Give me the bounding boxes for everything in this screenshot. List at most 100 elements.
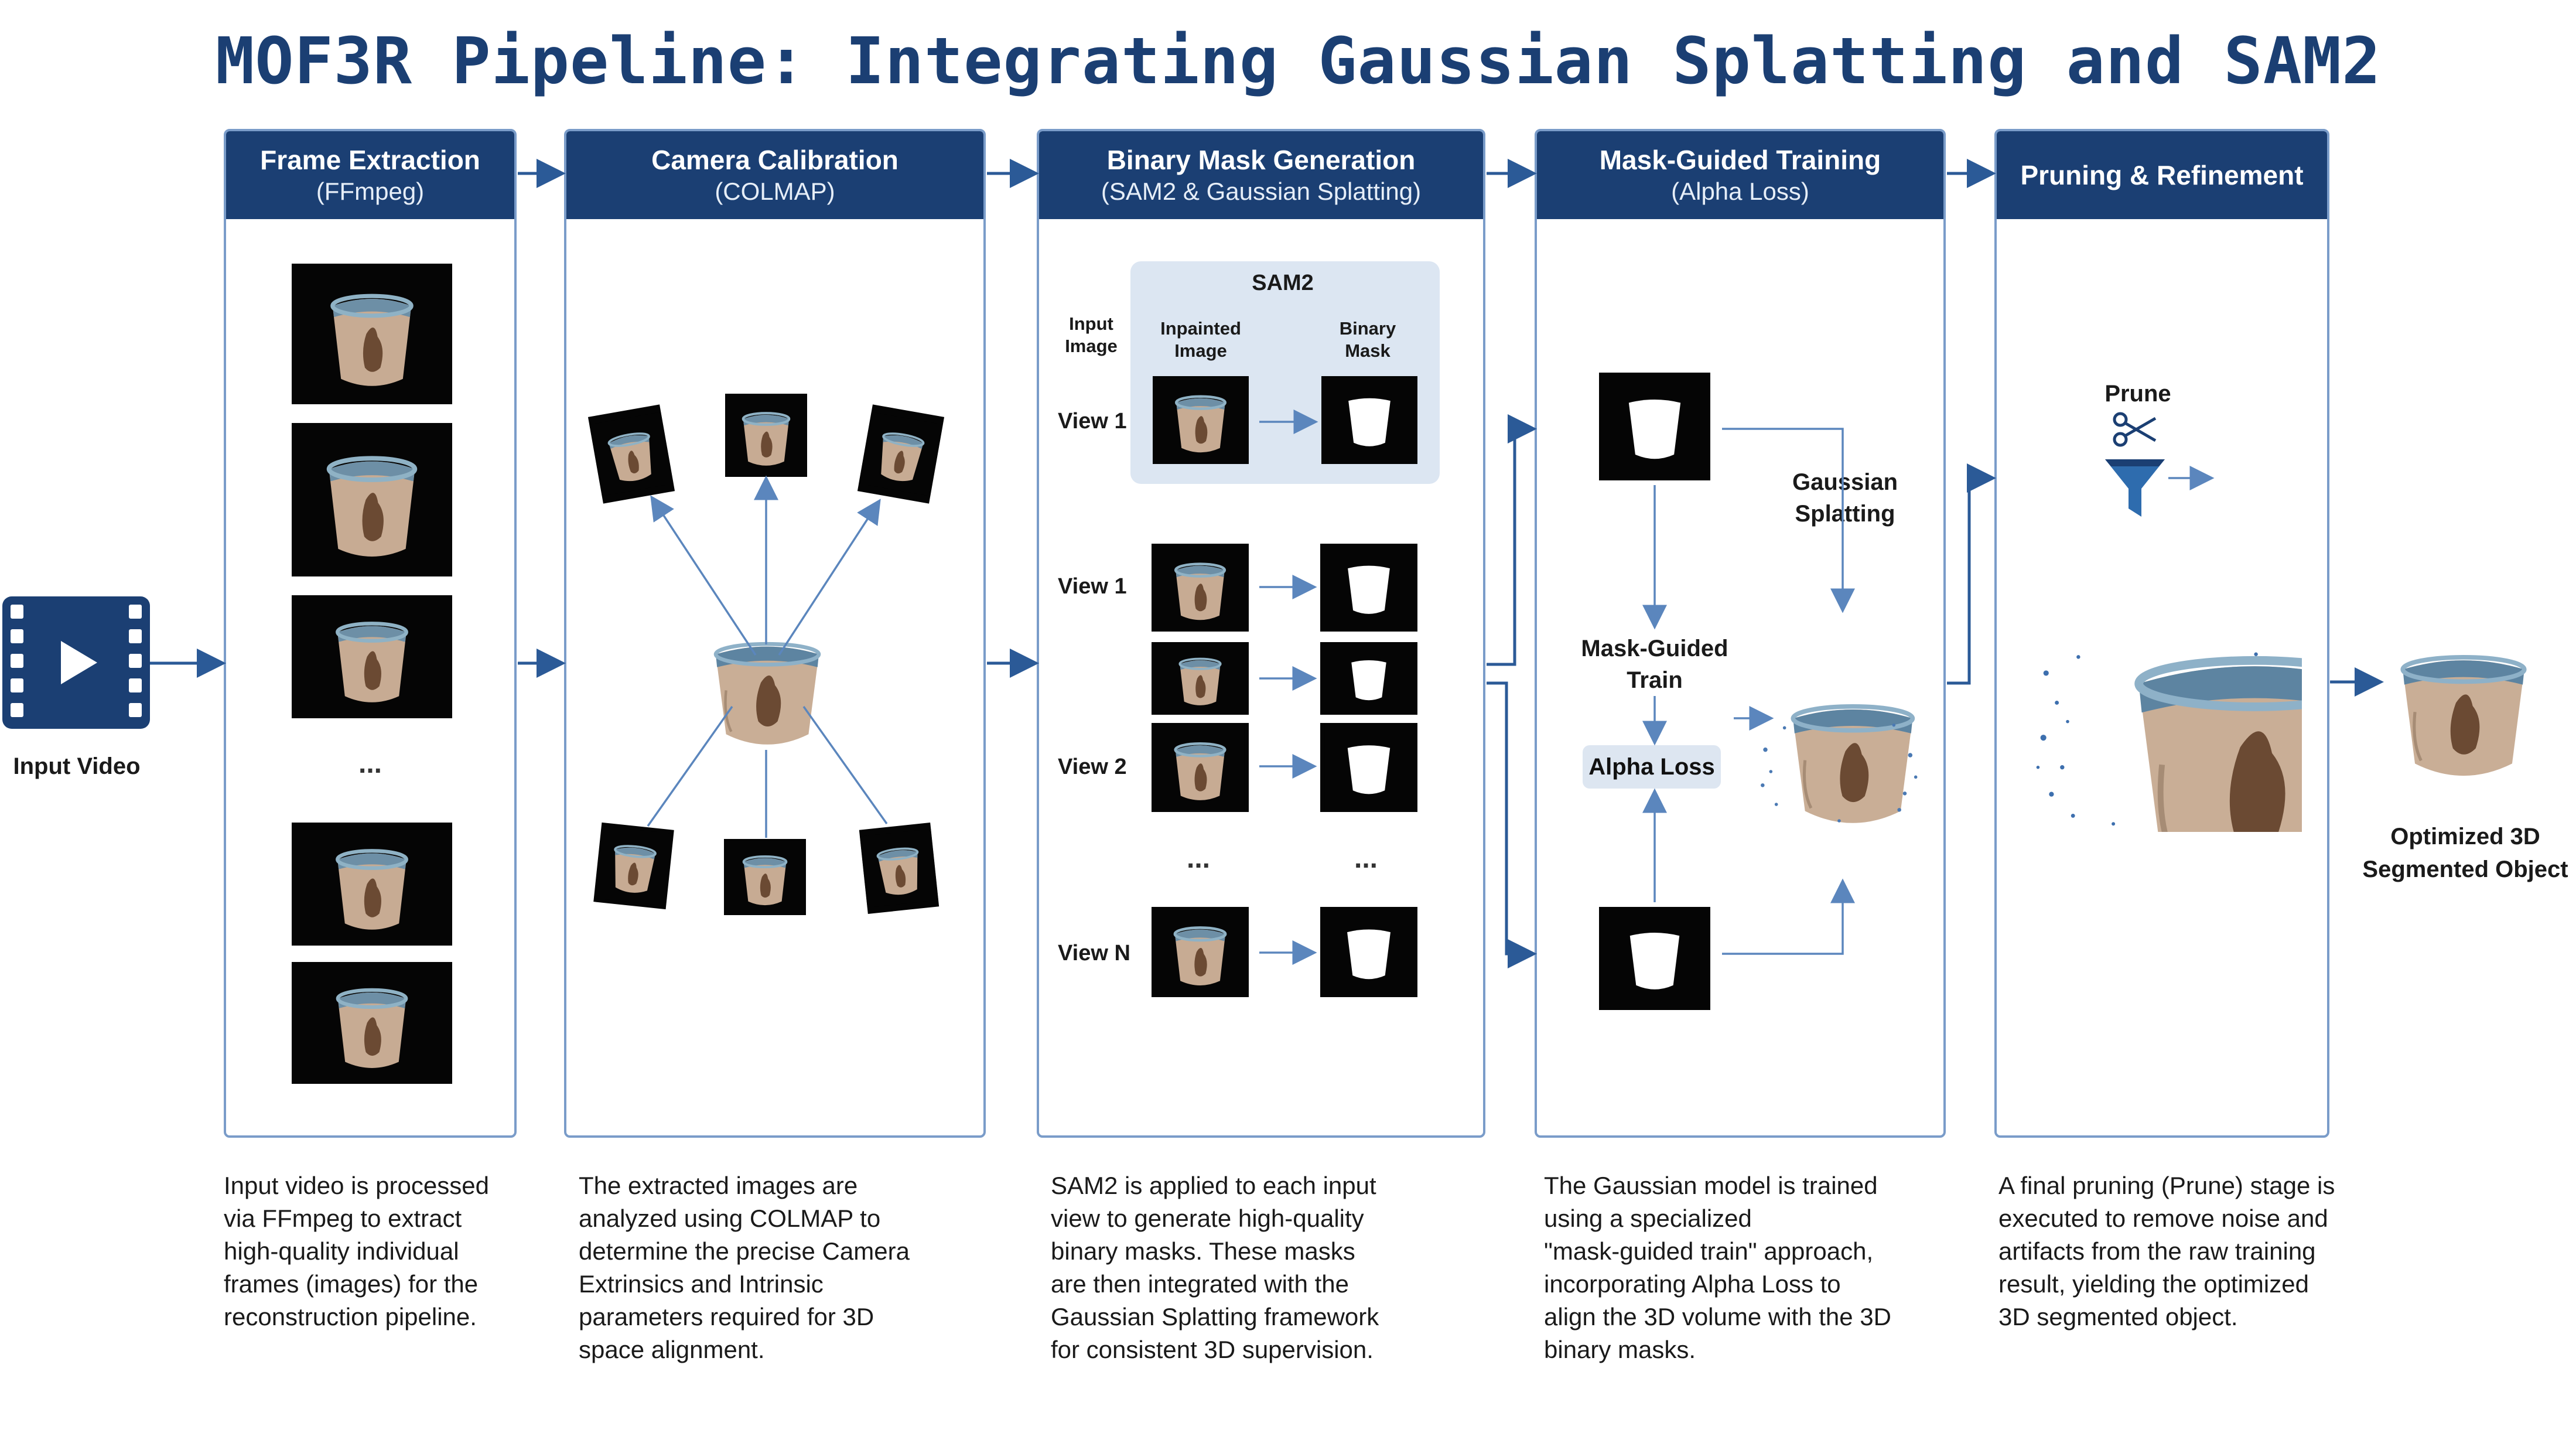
video-frame bbox=[292, 595, 452, 718]
binary-mask bbox=[1320, 907, 1417, 997]
video-play-icon bbox=[2, 596, 150, 729]
output-label: Optimized 3D Segmented Object bbox=[2355, 820, 2576, 886]
stage-description: The extracted images are analyzed using … bbox=[579, 1169, 910, 1366]
desc-line: reconstruction pipeline. bbox=[224, 1303, 477, 1330]
stage-description: The Gaussian model is trained using a sp… bbox=[1544, 1169, 1891, 1366]
mask-guided-train-label: Mask-Guided Train bbox=[1570, 633, 1740, 696]
desc-line: executed to remove noise and bbox=[1998, 1205, 2328, 1232]
stage-subtitle: (COLMAP) bbox=[715, 178, 835, 205]
view-label: View 1 bbox=[1058, 409, 1127, 434]
stage-subtitle: (Alpha Loss) bbox=[1671, 178, 1809, 205]
view-label: View N bbox=[1058, 941, 1130, 965]
desc-line: for consistent 3D supervision. bbox=[1051, 1336, 1374, 1363]
desc-line: The Gaussian model is trained bbox=[1544, 1172, 1878, 1199]
label-line: Gaussian bbox=[1792, 469, 1898, 495]
binary-mask bbox=[1320, 642, 1417, 715]
views-ellipsis: ... bbox=[1187, 843, 1211, 874]
input-image-label: Input Image bbox=[1051, 313, 1132, 357]
view-label: View 2 bbox=[1058, 755, 1127, 779]
filter-icon bbox=[2105, 459, 2165, 517]
video-frame bbox=[292, 823, 452, 946]
stage-title: Frame Extraction bbox=[260, 145, 480, 175]
binary-mask bbox=[1320, 544, 1417, 632]
prune-label: Prune bbox=[2104, 381, 2171, 407]
stage-title: Binary Mask Generation bbox=[1106, 145, 1416, 175]
stage-title: Camera Calibration bbox=[651, 145, 898, 175]
stage-description: Input video is processed via FFmpeg to e… bbox=[224, 1169, 489, 1333]
desc-line: align the 3D volume with the 3D bbox=[1544, 1303, 1891, 1330]
desc-line: Extrinsics and Intrinsic bbox=[579, 1270, 824, 1298]
label-line: Inpainted bbox=[1160, 318, 1241, 339]
desc-line: The extracted images are bbox=[579, 1172, 858, 1199]
label-line: Splatting bbox=[1795, 501, 1895, 527]
stage-subtitle: (FFmpeg) bbox=[316, 178, 425, 205]
stage-header: Pruning & Refinement bbox=[1997, 131, 2327, 219]
label-line: Train bbox=[1627, 667, 1683, 693]
stage-header: Frame Extraction (FFmpeg) bbox=[226, 131, 514, 219]
stage-pruning-refinement: Pruning & Refinement bbox=[1994, 129, 2329, 1138]
stage-header: Mask-Guided Training (Alpha Loss) bbox=[1537, 131, 1943, 219]
input-video-label: Input Video bbox=[13, 753, 141, 779]
desc-line: frames (images) for the bbox=[224, 1270, 479, 1298]
label-line: Mask bbox=[1345, 340, 1391, 361]
desc-line: analyzed using COLMAP to bbox=[579, 1205, 881, 1232]
camera-view bbox=[724, 839, 806, 915]
binary-mask bbox=[1321, 376, 1417, 464]
label-line: Binary bbox=[1339, 318, 1396, 339]
inpainted-image-label: Inpainted Image bbox=[1148, 318, 1253, 362]
stage-description: SAM2 is applied to each input view to ge… bbox=[1051, 1169, 1379, 1366]
desc-line: artifacts from the raw training bbox=[1998, 1237, 2316, 1265]
stage-description: A final pruning (Prune) stage is execute… bbox=[1998, 1169, 2335, 1333]
video-frame bbox=[292, 962, 452, 1084]
stage-camera-calibration: Camera Calibration (COLMAP) bbox=[564, 129, 986, 1138]
binary-mask-label: Binary Mask bbox=[1318, 318, 1417, 362]
desc-line: Input video is processed bbox=[224, 1172, 489, 1199]
view-image bbox=[1152, 544, 1249, 632]
label-line: Image bbox=[1065, 336, 1118, 356]
stage-title: Mask-Guided Training bbox=[1599, 145, 1881, 175]
binary-mask bbox=[1599, 373, 1710, 480]
label-line: Optimized 3D bbox=[2390, 824, 2540, 849]
desc-line: binary masks. These masks bbox=[1051, 1237, 1355, 1265]
desc-line: determine the precise Camera bbox=[579, 1237, 910, 1265]
desc-line: result, yielding the optimized bbox=[1998, 1270, 2309, 1298]
stage-subtitle: (SAM2 & Gaussian Splatting) bbox=[1101, 178, 1422, 205]
page-title: MOF3R Pipeline: Integrating Gaussian Spl… bbox=[216, 23, 2382, 98]
inpainted-image bbox=[1153, 376, 1249, 464]
view-image bbox=[1152, 642, 1249, 715]
desc-line: are then integrated with the bbox=[1051, 1270, 1350, 1298]
alpha-loss-node: Alpha Loss bbox=[1583, 745, 1721, 789]
desc-line: "mask-guided train" approach, bbox=[1544, 1237, 1874, 1265]
desc-line: Gaussian Splatting framework bbox=[1051, 1303, 1379, 1330]
video-frame bbox=[292, 423, 452, 576]
scissors-icon bbox=[2113, 412, 2157, 447]
desc-line: 3D segmented object. bbox=[1998, 1303, 2238, 1330]
label-line: Segmented Object bbox=[2362, 857, 2568, 882]
video-frame bbox=[292, 264, 452, 404]
stage-header: Binary Mask Generation (SAM2 & Gaussian … bbox=[1039, 131, 1483, 219]
sam2-label: SAM2 bbox=[1252, 271, 1314, 295]
view-image bbox=[1152, 907, 1249, 997]
view-image bbox=[1152, 723, 1249, 812]
binary-mask bbox=[1599, 907, 1710, 1010]
desc-line: parameters required for 3D bbox=[579, 1303, 874, 1330]
desc-line: SAM2 is applied to each input bbox=[1051, 1172, 1376, 1199]
desc-line: via FFmpeg to extract bbox=[224, 1205, 462, 1232]
desc-line: high-quality individual bbox=[224, 1237, 459, 1265]
desc-line: incorporating Alpha Loss to bbox=[1544, 1270, 1841, 1298]
binary-mask bbox=[1320, 723, 1417, 812]
masks-ellipsis: ... bbox=[1354, 843, 1378, 874]
desc-line: space alignment. bbox=[579, 1336, 765, 1363]
stage-header: Camera Calibration (COLMAP) bbox=[566, 131, 983, 219]
gaussian-splatting-label: Gaussian Splatting bbox=[1775, 466, 1915, 530]
desc-line: using a specialized bbox=[1544, 1205, 1752, 1232]
desc-line: view to generate high-quality bbox=[1051, 1205, 1364, 1232]
view-label: View 1 bbox=[1058, 574, 1127, 599]
label-line: Mask-Guided bbox=[1581, 636, 1728, 661]
label-line: Input bbox=[1069, 313, 1113, 334]
stage-title: Pruning & Refinement bbox=[2020, 160, 2304, 190]
frames-ellipsis: ... bbox=[358, 748, 382, 779]
label-line: Image bbox=[1174, 340, 1227, 361]
desc-line: A final pruning (Prune) stage is bbox=[1998, 1172, 2335, 1199]
